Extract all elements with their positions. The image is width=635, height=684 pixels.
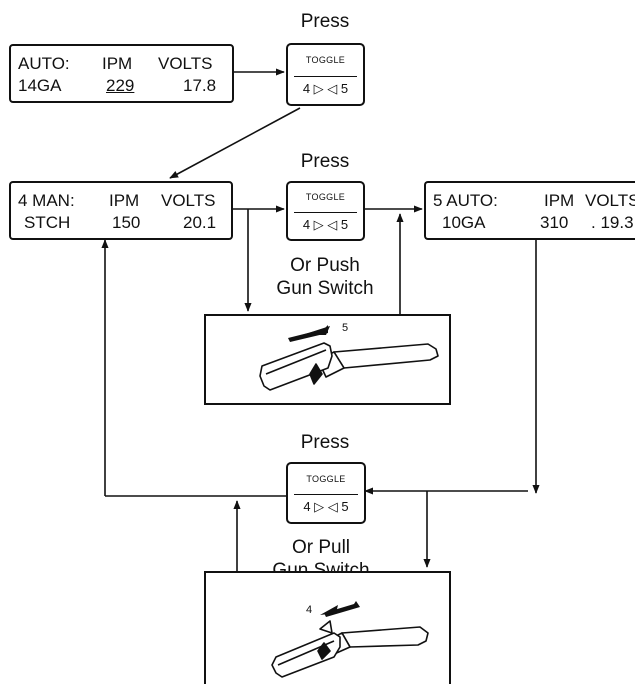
display-mid-mode: 4 MAN: <box>18 192 75 209</box>
pull-gun-panel: 4 <box>204 571 451 684</box>
display-right: 5 AUTO: IPM VOLTS 10GA 310 . 19.3 <box>424 181 635 240</box>
toggle-arrows: 4 ▷ ◁ 5 <box>288 82 363 95</box>
display-top-volts-label: VOLTS <box>158 55 212 72</box>
display-mid-volts-label: VOLTS <box>161 192 215 209</box>
display-mid-volts: 20.1 <box>183 214 216 231</box>
display-top: AUTO: IPM VOLTS 14GA 229 17.8 <box>9 44 234 103</box>
display-right-ipm: 310 <box>540 214 568 231</box>
toggle-divider <box>294 212 357 213</box>
press-label-top: Press <box>275 10 375 33</box>
pull-direction-arrow <box>324 601 360 617</box>
toggle-label: TOGGLE <box>288 56 363 65</box>
toggle-button-top[interactable]: TOGGLE 4 ▷ ◁ 5 <box>286 43 365 106</box>
display-right-ipm-label: IPM <box>544 192 574 209</box>
toggle-divider <box>294 76 357 77</box>
display-mid-material: STCH <box>24 214 70 231</box>
gun-pull-number: 4 <box>306 604 312 616</box>
display-top-ipm: 229 <box>106 77 134 94</box>
toggle-button-bottom[interactable]: TOGGLE 4 ▷ ◁ 5 <box>286 462 366 524</box>
display-right-material: 10GA <box>442 214 485 231</box>
display-top-mode: AUTO: <box>18 55 70 72</box>
push-gun-switch-label: Or Push Gun Switch <box>250 254 400 300</box>
toggle-label: TOGGLE <box>288 193 363 202</box>
display-right-volts: . 19.3 <box>591 214 634 231</box>
welding-gun-push-icon: 5 <box>206 316 449 403</box>
toggle-divider <box>294 494 358 495</box>
toggle-button-mid[interactable]: TOGGLE 4 ▷ ◁ 5 <box>286 181 365 241</box>
display-mid-ipm-label: IPM <box>109 192 139 209</box>
display-top-volts: 17.8 <box>183 77 216 94</box>
display-right-mode: 5 AUTO: <box>433 192 498 209</box>
toggle-label: TOGGLE <box>288 475 364 484</box>
display-right-volts-label: VOLTS <box>585 192 635 209</box>
display-mid-ipm: 150 <box>112 214 140 231</box>
push-gun-panel: 5 <box>204 314 451 405</box>
display-top-material: 14GA <box>18 77 61 94</box>
welding-gun-pull-icon: 4 <box>206 573 449 684</box>
gun-push-number: 5 <box>342 322 348 334</box>
press-label-mid: Press <box>275 150 375 173</box>
display-top-ipm-label: IPM <box>102 55 132 72</box>
press-label-bottom: Press <box>275 431 375 454</box>
toggle-arrows: 4 ▷ ◁ 5 <box>288 500 364 513</box>
toggle-arrows: 4 ▷ ◁ 5 <box>288 218 363 231</box>
display-mid: 4 MAN: IPM VOLTS STCH 150 20.1 <box>9 181 233 240</box>
